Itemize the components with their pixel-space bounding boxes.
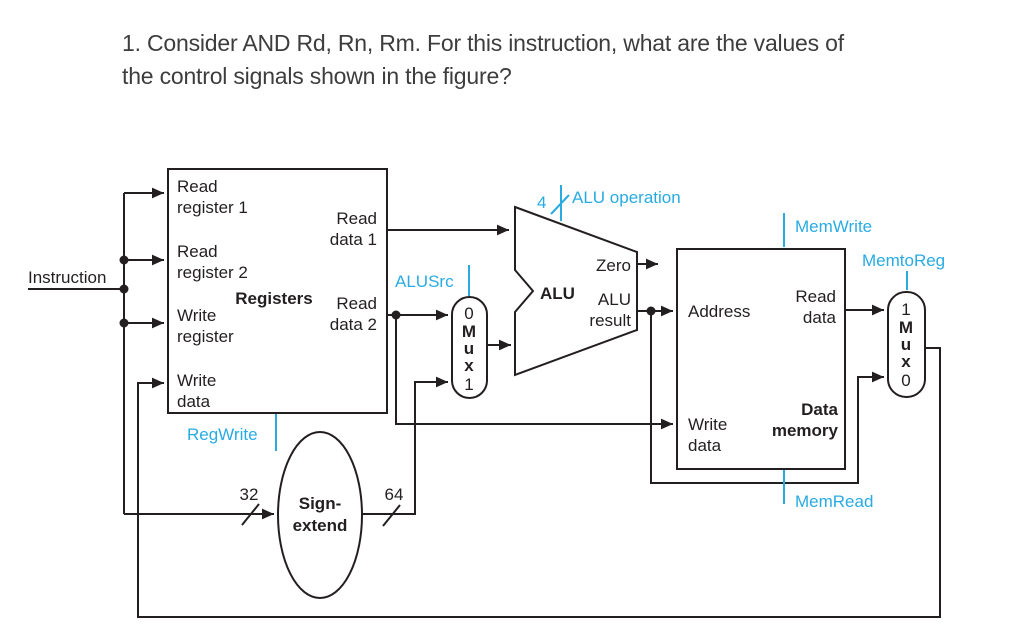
memory-address-label: Address	[688, 302, 750, 321]
memtoreg-mux-input-1: 1	[901, 300, 910, 319]
bus-slash-64	[382, 504, 401, 527]
alu-operation-signal-label: ALU operation	[572, 188, 681, 207]
reg-write-data-label: data	[177, 392, 211, 411]
alusrc-mux	[451, 296, 488, 399]
memtoreg-mux	[887, 291, 926, 398]
question-line-1: 1. Consider AND Rd, Rn, Rm. For this ins…	[122, 30, 844, 56]
alusrc-signal-label: ALUSrc	[395, 272, 454, 291]
write-register-label: Write	[177, 306, 216, 325]
memtoreg-signal-label: MemtoReg	[862, 251, 945, 270]
alu-operation-width-slash	[550, 194, 570, 215]
alu-label: ALU	[540, 284, 575, 303]
registers-title: Registers	[235, 289, 312, 308]
read-register-1-label: register 1	[177, 198, 248, 217]
bus-slash-32	[241, 503, 260, 526]
alu-result-label: result	[589, 311, 631, 330]
data-memory-title: memory	[772, 421, 839, 440]
sign-extend-label: extend	[293, 516, 348, 535]
data-memory-title: Data	[801, 400, 838, 419]
read-data-2-label: data 2	[330, 315, 377, 334]
read-data-2-label: Read	[336, 294, 377, 313]
wire-sign-extend-out-to-mux1	[362, 376, 448, 515]
memory-read-data-label: Read	[795, 287, 836, 306]
junction-dot	[119, 318, 129, 328]
alusrc-mux-input-1: 1	[464, 375, 473, 394]
memwrite-signal-label: MemWrite	[795, 217, 872, 236]
memtoreg-mux-letter-x: x	[901, 352, 911, 371]
wire-readdata2-to-memory-writedata	[395, 315, 673, 430]
junction-dot	[119, 284, 129, 294]
read-register-2-label: register 2	[177, 263, 248, 282]
alusrc-mux-letter-u: u	[464, 339, 474, 358]
alu-block	[514, 205, 638, 377]
memory-write-data-label: Write	[688, 415, 727, 434]
junction-dot	[119, 255, 129, 265]
read-data-1-label: Read	[336, 209, 377, 228]
read-register-1-label: Read	[177, 177, 218, 196]
instruction-label: Instruction	[28, 268, 106, 287]
read-data-1-label: data 1	[330, 230, 377, 249]
regwrite-signal-label: RegWrite	[187, 425, 258, 444]
question-line-2: the control signals shown in the figure?	[122, 63, 512, 89]
alusrc-mux-letter-x: x	[464, 356, 474, 375]
memtoreg-mux-input-0: 0	[901, 371, 910, 390]
alusrc-mux-input-0: 0	[464, 304, 473, 323]
wire-alu-result-to-mux0	[650, 311, 884, 484]
alusrc-mux-letter-m: M	[462, 322, 476, 341]
alu-operation-width-label: 4	[537, 193, 546, 212]
wire-memtoreg-mux-feedback	[137, 347, 941, 618]
junction-dot	[391, 310, 401, 320]
junction-dot	[646, 306, 656, 316]
memtoreg-mux-letter-u: u	[901, 335, 911, 354]
sign-extend-block	[277, 431, 363, 599]
memory-write-data-label: data	[688, 436, 722, 455]
data-memory-block	[676, 248, 846, 470]
memtoreg-mux-letter-m: M	[899, 318, 913, 337]
memory-read-data-label: data	[803, 308, 837, 327]
sign-extend-label: Sign-	[299, 494, 342, 513]
read-register-2-label: Read	[177, 242, 218, 261]
bus-width-64: 64	[385, 485, 404, 504]
bus-width-32: 32	[240, 485, 259, 504]
reg-write-data-label: Write	[177, 371, 216, 390]
alu-zero-label: Zero	[596, 256, 631, 275]
registers-block	[167, 168, 388, 414]
question-text: 1. Consider AND Rd, Rn, Rm. For this ins…	[122, 27, 932, 93]
alu-result-label: ALU	[598, 290, 631, 309]
write-register-label: register	[177, 327, 234, 346]
memread-signal-label: MemRead	[795, 492, 873, 511]
